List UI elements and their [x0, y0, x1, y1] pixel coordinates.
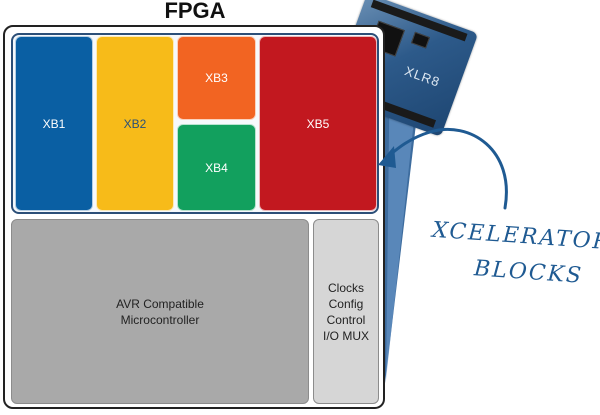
xb1-label: XB1 [42, 116, 66, 131]
control-label-control: Control [326, 312, 366, 327]
xb4-label: XB4 [205, 160, 228, 175]
avr-label-line2: Microcontroller [120, 312, 200, 327]
avr-label-line1: AVR Compatible [116, 296, 204, 311]
xb2-block: XB2 [96, 36, 174, 211]
xb4-block: XB4 [177, 124, 256, 211]
avr-microcontroller-block: AVR Compatible Microcontroller [11, 219, 309, 404]
xb3-block: XB3 [177, 36, 256, 120]
zoom-fan-light [386, 40, 414, 380]
control-label-clocks: Clocks [327, 280, 364, 295]
control-label-config: Config [328, 296, 364, 311]
xb2-label: XB2 [123, 116, 147, 131]
annotation-arrowhead [378, 146, 396, 168]
xb1-block: XB1 [15, 36, 93, 211]
xb3-label: XB3 [205, 71, 228, 85]
control-block: Clocks Config Control I/O MUX [313, 219, 379, 404]
control-label-io-mux: I/O MUX [322, 328, 369, 343]
annotation-arrow-line [384, 127, 508, 210]
fpga-title: FPGA [164, 0, 226, 23]
xb5-block: XB5 [259, 36, 377, 211]
xb5-label: XB5 [306, 116, 330, 131]
